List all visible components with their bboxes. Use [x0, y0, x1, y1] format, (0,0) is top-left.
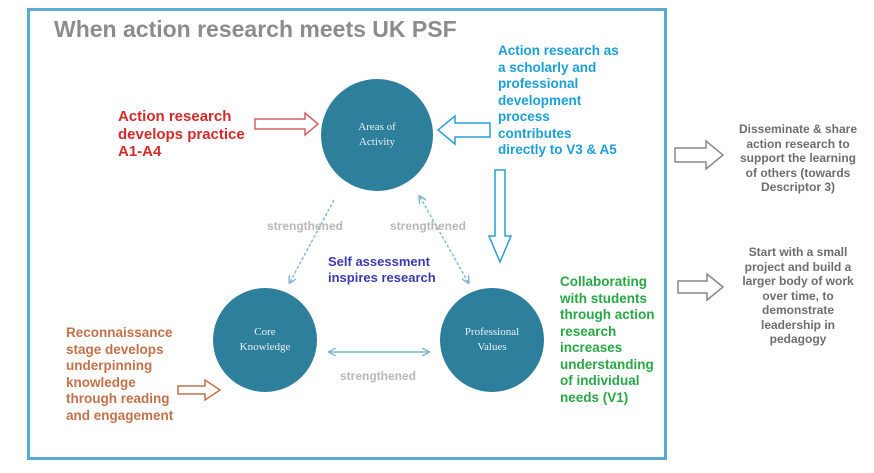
core-knowledge-circle: Core Knowledge	[213, 288, 317, 392]
diagram-frame	[27, 8, 667, 460]
strengthened-label-right: strengthened	[390, 219, 467, 233]
diagram-title: When action research meets UK PSF	[54, 16, 457, 42]
core-knowledge-label: Core Knowledge	[239, 326, 291, 353]
strengthened-label-left: strengthened	[267, 219, 344, 233]
strengthened-label-bottom: strengthened	[340, 369, 417, 383]
disseminate-note: Disseminate & share action research to s…	[738, 122, 858, 194]
arrow-areas-core	[290, 199, 335, 282]
areas-of-activity-circle: Areas of Activity	[321, 79, 433, 191]
blue-block-arrow-left	[436, 114, 491, 146]
collaborating-note: Collaborating with students through acti…	[560, 274, 655, 405]
red-block-arrow	[254, 111, 320, 137]
self-assessment-label: Self assessment inspires research	[328, 254, 436, 285]
gray-arrow-start-small	[677, 272, 725, 302]
professional-values-label: Professional Values	[464, 326, 520, 353]
orange-block-arrow	[177, 378, 222, 402]
action-practice-note: Action research develops practice A1-A4	[118, 108, 245, 160]
areas-of-activity-label: Areas of Activity	[358, 121, 396, 148]
blue-block-arrow-down	[487, 169, 513, 264]
gray-arrow-disseminate	[674, 139, 725, 171]
reconnaissance-note: Reconnaissance stage develops underpinni…	[66, 325, 174, 423]
arrow-areas-professional	[420, 197, 468, 282]
professional-values-circle: Professional Values	[440, 288, 544, 392]
scholarly-note: Action research as a scholarly and profe…	[498, 43, 619, 157]
start-small-note: Start with a small project and build a l…	[742, 245, 854, 346]
